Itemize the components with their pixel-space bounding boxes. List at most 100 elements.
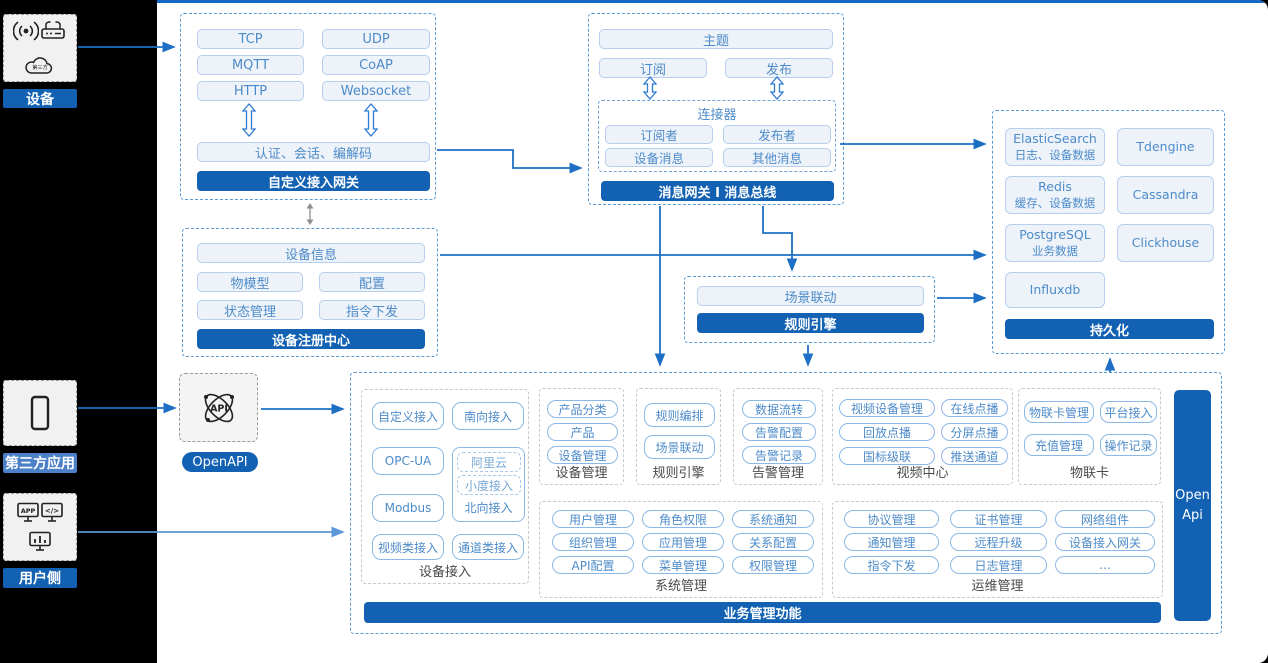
device-registry-title-bar: 设备注册中心: [197, 329, 425, 349]
persistence-box: ElasticSearch 日志、设备数据 Tdengine Redis 缓存、…: [992, 110, 1225, 354]
openapi-icon-box: API: [179, 373, 258, 442]
item-platform-access: 平台接入: [1100, 401, 1157, 423]
svg-text:APP: APP: [21, 507, 36, 515]
connector-title: 连接器: [697, 108, 737, 123]
device-mgmt-section: 产品分类 产品 设备管理 设备管理: [539, 388, 624, 485]
iot-card-label: 物联卡: [1069, 466, 1109, 481]
system-mgmt-section: 用户管理 角色权限 系统通知 组织管理 应用管理 关系配置 API配置 菜单管理…: [539, 501, 823, 598]
db-name: ElasticSearch: [1013, 131, 1097, 147]
item-aliyun: 阿里云: [457, 452, 521, 472]
openapi-label: OpenAPI: [182, 452, 258, 472]
publish-box: 发布: [725, 58, 833, 78]
item-notice-mgmt: 通知管理: [844, 533, 939, 551]
third-party-rail-label: 第三方应用: [3, 453, 77, 473]
item-gb-cascade: 国标级联: [839, 447, 935, 465]
item-relation-config: 关系配置: [732, 533, 814, 551]
item-product-category: 产品分类: [547, 400, 618, 418]
item-north-access: 北向接入: [464, 501, 513, 515]
rule-engine-section: 规则编排 场景联动 规则引擎: [636, 388, 721, 485]
item-south-access: 南向接入: [452, 402, 524, 430]
db-name: Tdengine: [1136, 138, 1195, 154]
video-center-label: 视频中心: [896, 466, 949, 481]
cloud-icon: 第三方: [25, 56, 53, 74]
device-access-label: 设备接入: [418, 565, 471, 580]
persistence-title-bar: 持久化: [1005, 319, 1214, 339]
item-protocol-mgmt: 协议管理: [844, 510, 939, 528]
item-device-mgmt: 设备管理: [547, 446, 618, 464]
item-opcua: OPC-UA: [372, 447, 444, 475]
item-command-send: 指令下发: [844, 556, 939, 574]
item-menu-mgmt: 菜单管理: [642, 556, 724, 574]
alarm-mgmt-section: 数据流转 告警配置 告警记录 告警管理: [733, 388, 823, 485]
device-access-section: 自定义接入 南向接入 OPC-UA 阿里云 小度接入 北向接入 Modbus 视…: [361, 389, 529, 584]
api-atom-icon: API: [203, 393, 234, 422]
protocol-http: HTTP: [197, 81, 304, 101]
publisher-box: 发布者: [723, 125, 831, 144]
item-cert-mgmt: 证书管理: [950, 510, 1047, 528]
code-window-icon: </>: [41, 502, 63, 522]
device-registry-box: 设备信息 物模型 配置 状态管理 指令下发 设备注册中心: [182, 228, 438, 357]
message-hub-box: 主题 订阅 发布 连接器 订阅者 发布者 设备消息 其他消息 消息网关 I 消息…: [588, 13, 844, 205]
session-codec-box: 认证、会话、编解码: [197, 142, 430, 162]
subscribe-box: 订阅: [599, 58, 707, 78]
item-channel-access: 通道类接入: [452, 534, 524, 560]
item-data-flow: 数据流转: [742, 400, 816, 418]
item-recharge-mgmt: 充值管理: [1024, 434, 1094, 456]
signal-icon: [13, 21, 39, 40]
item-operation-record: 操作记录: [1100, 434, 1157, 456]
item-alarm-config: 告警配置: [742, 423, 816, 441]
db-desc: 业务数据: [1032, 243, 1078, 258]
device-rail-label: 设备: [3, 89, 77, 108]
protocol-udp: UDP: [322, 29, 430, 49]
message-hub-title-bar: 消息网关 I 消息总线: [601, 181, 834, 201]
item-more: ...: [1055, 556, 1155, 574]
item-iot-card-mgmt: 物联卡管理: [1024, 401, 1094, 423]
status-mgmt-box: 状态管理: [197, 300, 303, 320]
item-user-mgmt: 用户管理: [552, 510, 634, 528]
alarm-mgmt-label: 告警管理: [751, 466, 804, 481]
business-box: 自定义接入 南向接入 OPC-UA 阿里云 小度接入 北向接入 Modbus 视…: [350, 372, 1222, 634]
north-access-group: 阿里云 小度接入 北向接入: [452, 447, 525, 522]
db-elasticsearch: ElasticSearch 日志、设备数据: [1005, 128, 1105, 166]
video-center-section: 视频设备管理 在线点播 回放点播 分屏点播 国标级联 推送通道 视频中心: [832, 388, 1013, 485]
db-postgresql: PostgreSQL 业务数据: [1005, 224, 1105, 262]
item-permission-mgmt: 权限管理: [732, 556, 814, 574]
db-name: Cassandra: [1132, 186, 1199, 202]
scene-linkage-box: 场景联动: [697, 286, 924, 306]
command-box: 指令下发: [319, 300, 425, 320]
item-log-mgmt: 日志管理: [950, 556, 1047, 574]
system-mgmt-label: 系统管理: [654, 579, 707, 594]
device-mgmt-label: 设备管理: [555, 466, 608, 481]
item-rule-orchestration: 规则编排: [644, 403, 715, 427]
device-info-box: 设备信息: [197, 243, 425, 263]
db-desc: 缓存、设备数据: [1014, 195, 1096, 210]
top-accent-line: [157, 0, 1268, 3]
db-name: Redis: [1038, 179, 1072, 195]
item-video-access: 视频类接入: [372, 534, 444, 560]
db-clickhouse: Clickhouse: [1117, 224, 1214, 262]
item-app-mgmt: 应用管理: [642, 533, 724, 551]
item-scene-linkage: 场景联动: [644, 435, 715, 459]
custom-gateway-title-bar: 自定义接入网关: [197, 171, 430, 191]
db-name: Clickhouse: [1131, 234, 1200, 250]
item-product: 产品: [547, 423, 618, 441]
protocol-websocket: Websocket: [322, 81, 430, 101]
db-desc: 日志、设备数据: [1014, 147, 1096, 162]
config-box: 配置: [319, 272, 425, 292]
topic-box: 主题: [599, 29, 833, 49]
item-modbus: Modbus: [372, 494, 444, 522]
item-org-mgmt: 组织管理: [552, 533, 634, 551]
item-custom-access: 自定义接入: [372, 402, 444, 430]
user-side-icon-box: APP </>: [3, 493, 77, 561]
item-alarm-record: 告警记录: [742, 446, 816, 464]
device-icon-box: 第三方: [3, 14, 77, 82]
db-tdengine: Tdengine: [1117, 128, 1214, 166]
business-footer-bar: 业务管理功能: [364, 602, 1161, 623]
cloud-text: 第三方: [32, 63, 48, 71]
item-role-permission: 角色权限: [642, 510, 724, 528]
chart-window-icon: [29, 531, 51, 551]
rule-engine-label: 规则引擎: [652, 466, 705, 481]
item-playback: 回放点播: [839, 423, 935, 441]
connector-box: 连接器 订阅者 发布者 设备消息 其他消息: [598, 100, 836, 172]
open-api-vertical-bar: Open Api: [1174, 390, 1211, 621]
